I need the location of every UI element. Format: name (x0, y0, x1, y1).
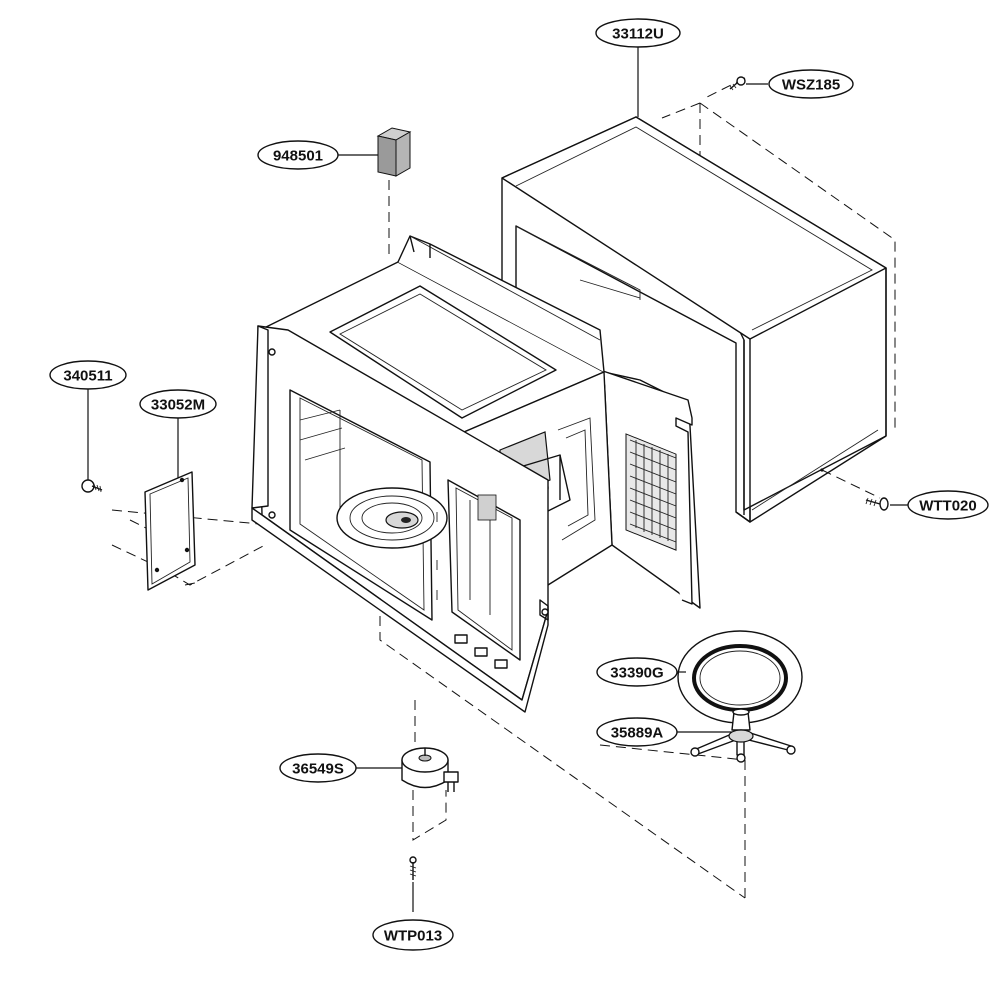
label-back-screw: WTT020 (919, 498, 977, 515)
callout-36549S: 36549S (279, 753, 357, 783)
label-roller-guide: 35889A (611, 725, 664, 742)
callout-WSZ185: WSZ185 (768, 69, 854, 99)
leader-lines (87, 47, 908, 912)
oven-cavity-chassis (251, 235, 701, 713)
callout-33052M: 33052M (139, 389, 217, 419)
label-outer-case: 33112U (612, 26, 664, 43)
callout-WTP013: WTP013 (372, 919, 454, 951)
label-side-screw: 340511 (63, 368, 112, 385)
side-plate (144, 471, 196, 591)
case-screw (729, 76, 746, 91)
callout-948501: 948501 (257, 140, 339, 170)
callout-35889A: 35889A (596, 717, 678, 747)
callout-340511: 340511 (49, 360, 127, 390)
back-screw (865, 497, 889, 511)
roller-guide (690, 708, 796, 763)
outer-case (501, 116, 887, 523)
label-side-plate: 33052M (151, 397, 205, 414)
label-motor-screw: WTP013 (384, 928, 442, 945)
insulation-pad (376, 127, 412, 177)
turntable-motor (401, 747, 459, 792)
label-case-screw: WSZ185 (782, 77, 840, 94)
label-insulation-pad: 948501 (273, 148, 323, 165)
callout-33112U: 33112U (595, 18, 681, 48)
label-glass-tray: 33390G (610, 665, 663, 682)
motor-screw (409, 856, 417, 880)
side-screw (81, 479, 103, 493)
assembly-guide-lines (111, 77, 896, 899)
callout-WTT020: WTT020 (907, 490, 989, 520)
callout-33390G: 33390G (596, 657, 678, 687)
label-turntable-motor: 36549S (292, 761, 344, 778)
